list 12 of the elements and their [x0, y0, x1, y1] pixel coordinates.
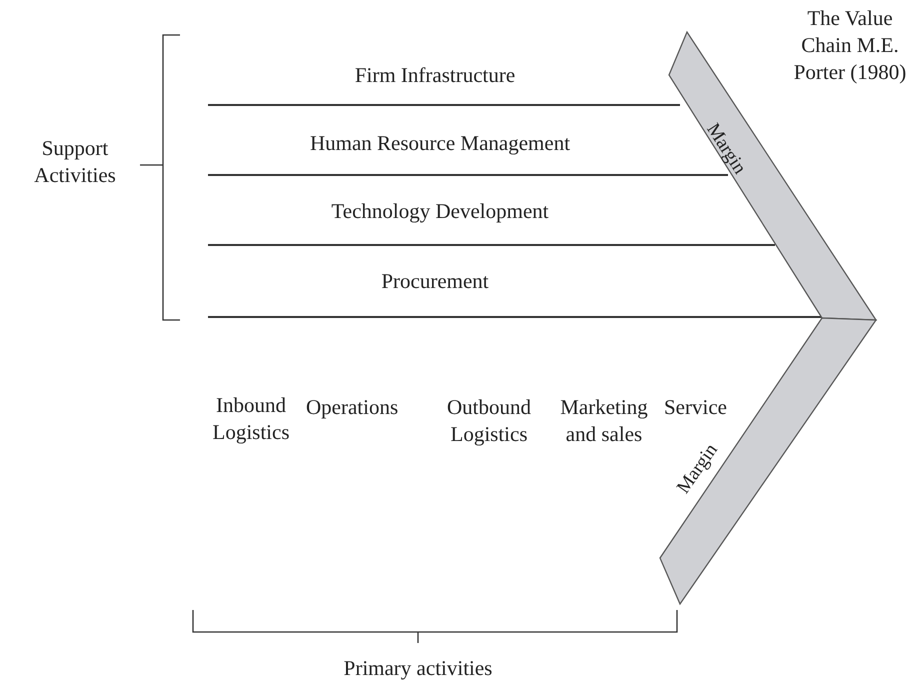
group-label: Support Activities	[33, 135, 117, 189]
activity-label: Procurement	[380, 268, 490, 295]
activity-label: Human Resource Management	[308, 130, 572, 157]
activity-label: Operations	[306, 394, 400, 421]
activity-label: Outbound Logistics	[446, 394, 532, 448]
title: The Value Chain M.E. Porter (1980)	[792, 5, 908, 86]
activity-label: Service	[664, 394, 728, 421]
activity-label: Inbound Logistics	[212, 392, 290, 446]
group-label: Primary activities	[342, 655, 494, 681]
activity-label: Firm Infrastructure	[354, 62, 516, 89]
activity-label: Technology Development	[330, 198, 550, 225]
activity-label: Marketing and sales	[559, 394, 649, 448]
